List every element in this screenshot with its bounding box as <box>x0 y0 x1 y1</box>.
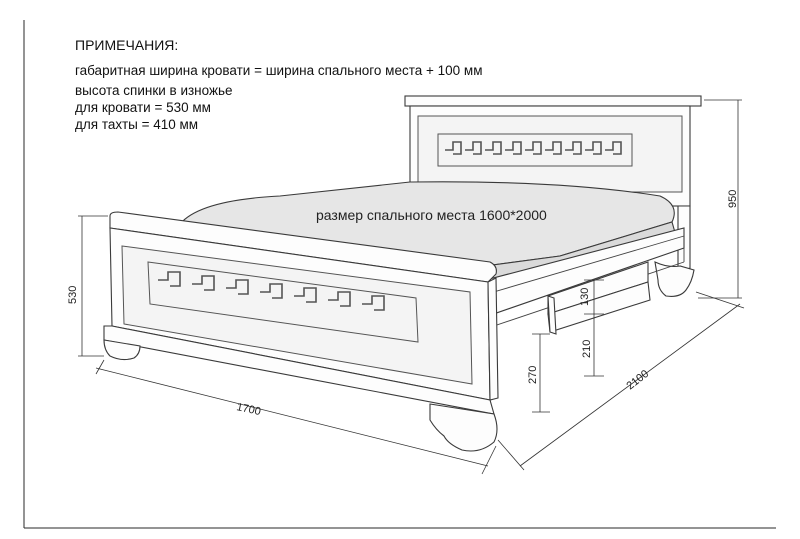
dim-530-label: 530 <box>67 286 79 304</box>
dim-2100-line <box>519 303 741 467</box>
notes-title: ПРИМЕЧАНИЯ: <box>75 37 179 53</box>
footboard-ornament-frame <box>147 261 419 343</box>
drawer <box>547 261 651 335</box>
footboard-panel <box>121 245 473 385</box>
headboard-cap <box>404 95 702 107</box>
dim-1700-label: 1700 <box>235 401 261 418</box>
headboard-ornament-frame <box>437 133 633 167</box>
footboard-greek-ornament <box>158 271 385 311</box>
drawer-side <box>547 295 557 335</box>
headboard-panel <box>417 115 683 193</box>
footboard-left-foot <box>103 339 141 361</box>
headboard-foot <box>654 261 695 297</box>
dim-210-label: 210 <box>581 340 593 358</box>
footboard <box>103 211 499 452</box>
note-line-4: для тахты = 410 мм <box>75 117 199 132</box>
dimension-lines <box>78 99 745 475</box>
note-line-3: для кровати = 530 мм <box>75 100 211 115</box>
headboard-greek-ornament <box>445 141 622 155</box>
note-line-2: высота спинки в изножье <box>75 83 233 98</box>
dim-270-label: 270 <box>527 366 539 384</box>
dim-2100-label: 2100 <box>624 368 651 393</box>
note-line-1: габаритная ширина кровати = ширина спаль… <box>75 63 483 78</box>
footboard-cap <box>109 211 497 283</box>
footboard-base <box>103 325 495 415</box>
dim-950-label: 950 <box>727 190 739 208</box>
sleep-area-label: размер спального места 1600*2000 <box>316 207 547 223</box>
footboard-post <box>487 277 499 401</box>
footboard-right-foot <box>429 403 498 452</box>
dim-130-label: 130 <box>579 288 591 306</box>
side-rail-edge <box>479 235 685 297</box>
dim-1700-line <box>95 367 489 467</box>
